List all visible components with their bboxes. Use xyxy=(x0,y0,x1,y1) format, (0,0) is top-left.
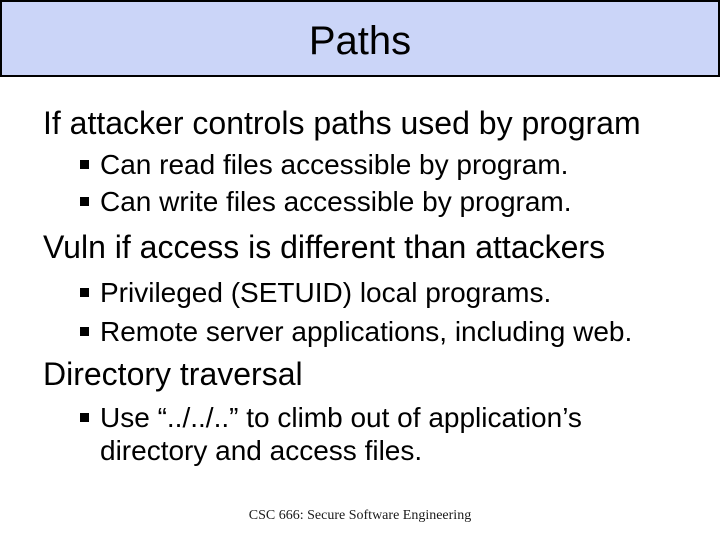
bullet-text: Use “../../..” to climb out of applicati… xyxy=(100,402,582,466)
heading-vuln-if-access-different: Vuln if access is different than attacke… xyxy=(43,229,606,265)
bullet-text: Can read files accessible by program. xyxy=(100,149,569,180)
square-bullet-icon xyxy=(80,160,89,169)
bullet-item: Use “../../..” to climb out of applicati… xyxy=(80,401,677,467)
bullet-item: Can write files accessible by program. xyxy=(80,185,677,218)
bullet-text: Privileged (SETUID) local programs. xyxy=(100,277,552,308)
slide-title: Paths xyxy=(309,17,411,61)
bullet-item: Can read files accessible by program. xyxy=(80,148,677,181)
square-bullet-icon xyxy=(80,327,89,336)
bullet-text: Can write files accessible by program. xyxy=(100,186,572,217)
slide-title-bar: Paths xyxy=(0,0,720,77)
heading-directory-traversal: Directory traversal xyxy=(43,356,303,392)
slide-title-text: Paths xyxy=(308,18,412,63)
square-bullet-icon xyxy=(80,288,89,297)
bullet-item: Remote server applications, including we… xyxy=(80,315,677,348)
square-bullet-icon xyxy=(80,413,89,422)
slide-footer: CSC 666: Secure Software Engineering xyxy=(248,508,472,523)
bullet-item: Privileged (SETUID) local programs. xyxy=(80,276,677,309)
heading-attacker-controls-paths: If attacker controls paths used by progr… xyxy=(43,105,641,141)
square-bullet-icon xyxy=(80,197,89,206)
bullet-text: Remote server applications, including we… xyxy=(100,316,633,347)
